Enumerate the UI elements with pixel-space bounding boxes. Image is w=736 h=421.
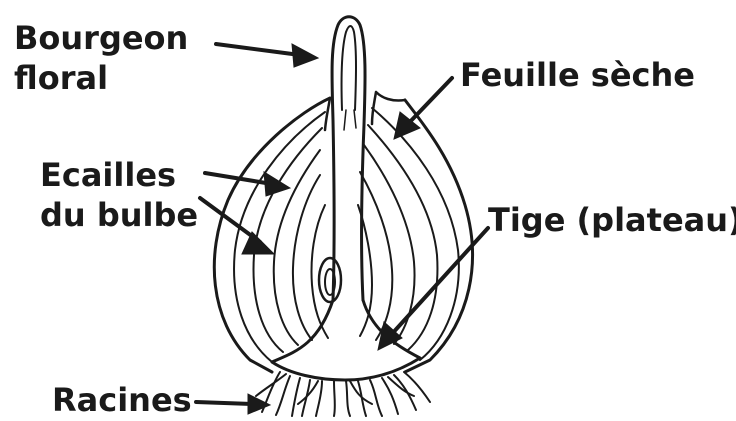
arrow-bourgeon-icon <box>216 44 318 67</box>
label-racines: Racines <box>52 380 192 420</box>
label-tige-plateau: Tige (plateau) <box>488 200 736 240</box>
label-racines-text: Racines <box>52 380 192 420</box>
floral-bud-stem <box>332 17 365 300</box>
bulb-scale <box>368 125 437 350</box>
label-tige-text: Tige (plateau) <box>488 200 736 240</box>
arrow-feuille-icon <box>394 78 452 139</box>
arrow-tige-icon <box>378 228 488 350</box>
label-ecailles-line2: du bulbe <box>40 195 198 235</box>
bulb-scale <box>293 175 320 340</box>
bulb-scale <box>234 112 325 362</box>
label-bourgeon-floral: Bourgeon floral <box>14 18 188 98</box>
dry-leaf-tip-left <box>325 98 330 130</box>
arrow-ecailles-1-icon <box>205 172 290 196</box>
label-bourgeon-line2: floral <box>14 58 188 98</box>
stem-detail <box>344 110 356 130</box>
label-bourgeon-line1: Bourgeon <box>14 18 188 58</box>
label-feuille-seche: Feuille sèche <box>460 55 695 95</box>
arrow-ecailles-2-icon <box>200 198 274 254</box>
bulb-scale <box>360 172 392 340</box>
floral-bud-inner <box>341 26 356 110</box>
arrow-racines-icon <box>196 394 270 414</box>
label-ecailles-line1: Ecailles <box>40 155 198 195</box>
label-feuille-text: Feuille sèche <box>460 55 695 95</box>
label-ecailles-du-bulbe: Ecailles du bulbe <box>40 155 198 235</box>
